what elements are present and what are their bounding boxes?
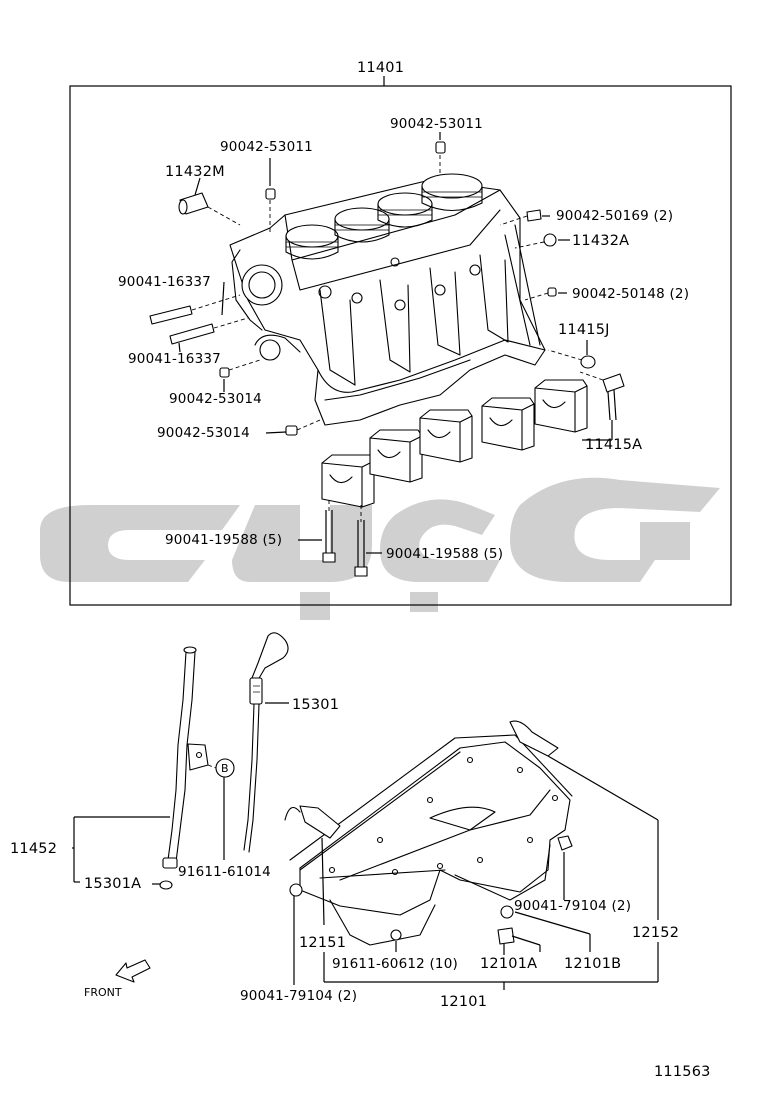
label-plug-left-1: 90042-53014 <box>169 391 262 407</box>
label-bolt-pan-left: 90041-79104 (2) <box>240 988 357 1004</box>
diagram-id: 111563 <box>654 1064 711 1080</box>
label-12152: 12152 <box>632 925 679 941</box>
oil-pan-drawing <box>284 720 659 990</box>
label-11401: 11401 <box>357 60 404 76</box>
label-plug-right-1: 90042-50169 (2) <box>556 208 673 224</box>
label-stud-lower: 90041-16337 <box>128 351 221 367</box>
block-hardware <box>149 141 625 577</box>
block-leaders <box>178 132 613 554</box>
label-11432a: 11432A <box>572 233 629 249</box>
label-15301a: 15301A <box>84 876 141 892</box>
guide-bracket <box>72 816 170 885</box>
cylinder-block-drawing <box>229 173 546 426</box>
label-12101a: 12101A <box>480 956 537 972</box>
label-12151: 12151 <box>299 935 346 951</box>
label-stud-upper: 90041-16337 <box>118 274 211 290</box>
label-12101: 12101 <box>440 994 487 1010</box>
watermark-logo <box>40 477 720 620</box>
label-bolt-pan-bottom: 91611-60612 (10) <box>332 956 458 972</box>
label-bolt-cap-left: 90041-19588 (5) <box>165 532 282 548</box>
bearing-caps <box>321 379 588 508</box>
piston-2 <box>334 207 390 243</box>
label-front: FRONT <box>84 986 122 999</box>
label-11452: 11452 <box>10 841 57 857</box>
label-o-ring: 91611-61014 <box>178 864 271 880</box>
block-frame <box>69 85 732 606</box>
label-11415a: 11415A <box>585 437 642 453</box>
piston-4 <box>421 173 483 211</box>
label-12101b: 12101B <box>564 956 621 972</box>
label-plug-right-2: 90042-50148 (2) <box>572 286 689 302</box>
label-bolt-pan-right: 90041-79104 (2) <box>514 898 631 914</box>
part-labels: 11401 90042-53011 90042-53011 11432M 900… <box>10 60 711 1080</box>
label-plug-top-left: 90042-53011 <box>220 139 313 155</box>
label-plug-left-2: 90042-53014 <box>157 425 250 441</box>
label-15301: 15301 <box>292 697 339 713</box>
label-bolt-cap-right: 90041-19588 (5) <box>386 546 503 562</box>
label-11415j: 11415J <box>558 322 610 338</box>
label-plug-top-center: 90042-53011 <box>390 116 483 132</box>
front-arrow <box>115 959 151 983</box>
piston-3 <box>377 192 433 228</box>
dipstick-guide-drawing <box>159 632 289 890</box>
label-11432m: 11432M <box>165 164 225 180</box>
label-callout-b: B <box>221 762 229 775</box>
